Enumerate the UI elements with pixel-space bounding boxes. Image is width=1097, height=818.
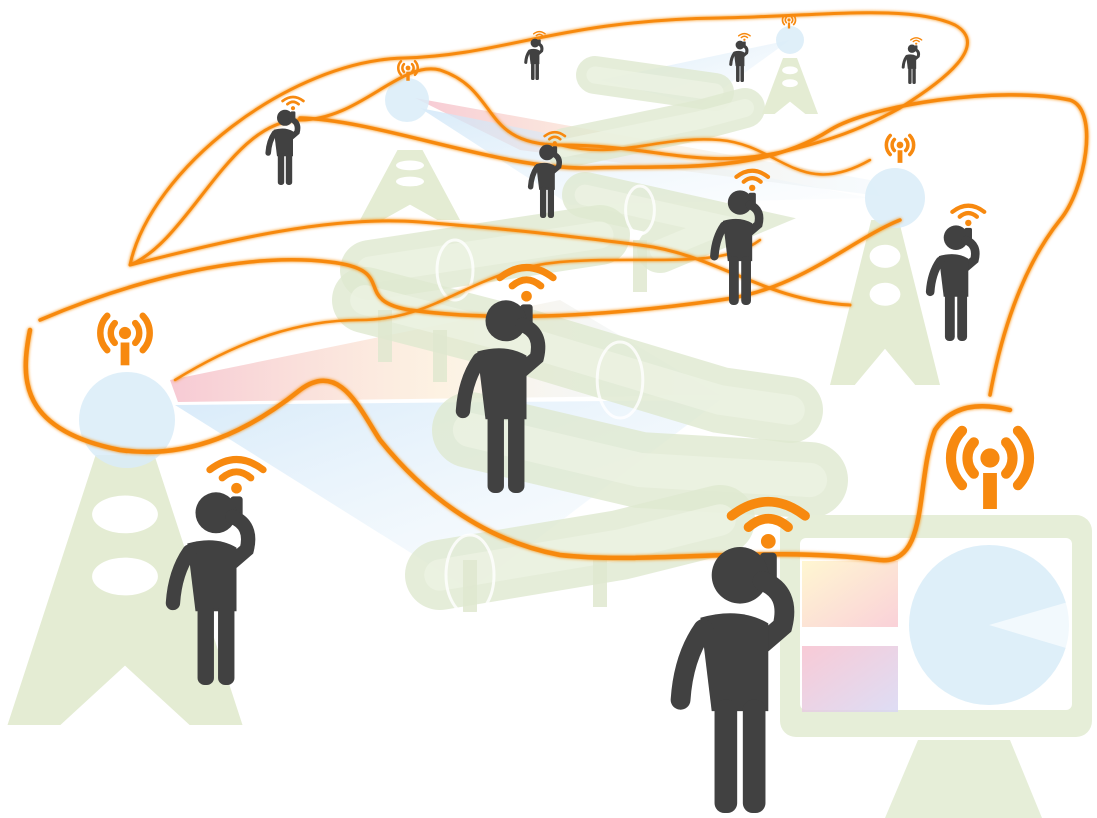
network-links <box>23 11 1089 563</box>
link-curve <box>298 93 1089 397</box>
wifi-arc-icon <box>950 203 987 227</box>
link-curve <box>38 218 902 322</box>
person-on-phone-icon <box>165 456 267 685</box>
person-on-phone-icon <box>265 95 305 185</box>
wifi-arc-icon <box>532 30 546 39</box>
broadcast-signal-icon <box>781 14 797 29</box>
person-on-phone-icon <box>901 37 923 84</box>
cell-tower-icon <box>360 150 460 220</box>
link-curve <box>558 138 872 176</box>
person-on-phone-icon <box>527 130 567 218</box>
broadcast-signal-icon <box>945 425 1035 509</box>
person-on-phone-icon <box>710 168 771 305</box>
tower-head <box>385 78 429 122</box>
cell-tower-icon <box>830 220 940 385</box>
broadcast-signal-icon <box>884 133 916 163</box>
link-curve <box>128 219 852 307</box>
wifi-arc-icon <box>496 264 557 302</box>
wifi-arc-icon <box>737 32 751 41</box>
people-layer <box>165 30 987 813</box>
cell-tower-icon <box>7 455 243 725</box>
wifi-arc-icon <box>910 37 923 45</box>
tower-head <box>865 168 925 228</box>
tower-head <box>776 26 804 54</box>
cell-tower-icon <box>762 58 818 114</box>
wifi-arc-icon <box>726 496 810 549</box>
signal-layer <box>97 14 1035 509</box>
broadcast-signal-icon <box>97 312 153 366</box>
person-on-phone-icon <box>455 264 557 493</box>
wifi-arc-icon <box>543 130 567 146</box>
broadcast-signal-icon <box>396 59 420 81</box>
wifi-arc-icon <box>206 456 267 494</box>
wifi-arc-icon <box>734 168 771 192</box>
tower-layer <box>7 26 940 725</box>
wifi-arc-icon <box>281 95 305 111</box>
person-on-phone-icon <box>524 30 546 80</box>
person-on-phone-icon <box>729 32 751 82</box>
link-curve <box>173 238 762 382</box>
link-curve <box>128 11 969 267</box>
link-curve <box>23 327 1013 563</box>
monitor-icon <box>780 515 1092 818</box>
person-on-phone-icon <box>925 203 987 341</box>
person-on-phone-icon <box>670 496 810 813</box>
